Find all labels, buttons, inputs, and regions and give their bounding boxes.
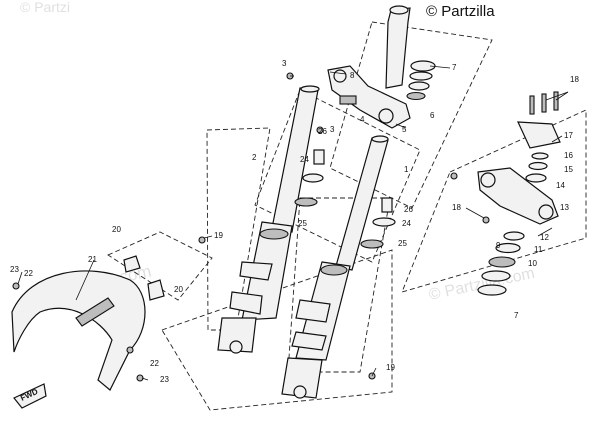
callout-labels: 1 2 3 3 4 5 6 7 7 8 9 10 11 12 13 14 15 … — [10, 59, 579, 384]
lower-fork-group-outline — [161, 249, 393, 411]
callout: 4 — [360, 115, 365, 124]
callout: 5 — [402, 125, 407, 134]
callout: 6 — [430, 111, 435, 120]
steering-stem-group-outline — [329, 21, 493, 209]
callout: 8 — [350, 71, 355, 80]
callout: 2 — [252, 153, 257, 162]
watermark-top-left: © Partzi — [20, 0, 70, 15]
callout: 3 — [282, 59, 287, 68]
callout: 18 — [570, 75, 579, 84]
callout: 16 — [564, 151, 573, 160]
lower-triple-clamp — [477, 167, 559, 225]
callout: 11 — [534, 245, 543, 254]
callout: 18 — [452, 203, 461, 212]
leader-lines — [17, 65, 569, 381]
left-fork-assembly — [217, 85, 320, 354]
callout: 24 — [402, 219, 411, 228]
callout: 23 — [160, 375, 169, 384]
callout: 26 — [404, 205, 413, 214]
watermark-top-right: © Partzilla — [426, 3, 495, 20]
upper-nut-stack — [517, 121, 561, 183]
callout: 22 — [24, 269, 33, 278]
callout: 9 — [496, 241, 501, 250]
callout: 15 — [564, 165, 573, 174]
callout: 12 — [540, 233, 549, 242]
fender-bracket — [123, 255, 165, 301]
callout: 21 — [88, 255, 97, 264]
forward-direction-arrow: FWD — [13, 383, 47, 409]
callout: 22 — [150, 359, 159, 368]
right-fork-cap-parts — [360, 197, 396, 249]
callout: 26 — [318, 127, 327, 136]
callout: 25 — [398, 239, 407, 248]
callout: 17 — [564, 131, 573, 140]
callout: 13 — [560, 203, 569, 212]
callout: 14 — [556, 181, 565, 190]
callout: 1 — [404, 165, 409, 174]
fork-top-group-outline — [254, 89, 421, 263]
callout: 20 — [174, 285, 183, 294]
callout: 23 — [10, 265, 19, 274]
front-fender — [11, 270, 146, 391]
callout: 3 — [330, 125, 335, 134]
callout: 20 — [112, 225, 121, 234]
callout: 7 — [514, 311, 519, 320]
bolts — [12, 72, 559, 382]
right-fork-assembly — [281, 135, 389, 399]
watermark-mid-right: © Partzilla.com — [427, 265, 536, 304]
bearing-stack-top — [406, 60, 436, 101]
callout: 19 — [386, 363, 395, 372]
callout: 7 — [452, 63, 457, 72]
callout: 25 — [298, 219, 307, 228]
callout: 10 — [528, 259, 537, 268]
left-fork-cap-parts — [294, 149, 325, 207]
steering-stem — [385, 5, 411, 89]
upper-triple-clamp — [327, 65, 411, 129]
callout: 24 — [300, 155, 309, 164]
callout: 19 — [214, 231, 223, 240]
bearing-stack-lower — [477, 231, 525, 296]
